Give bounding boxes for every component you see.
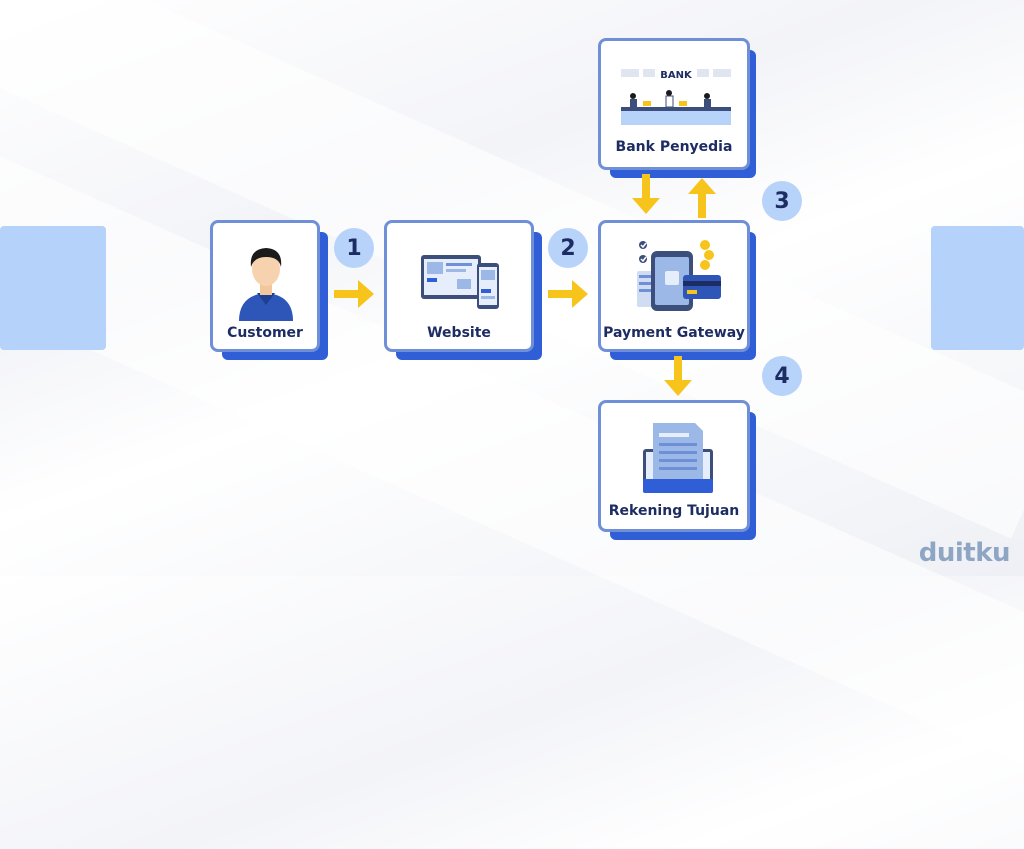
destination-card: Rekening Tujuan	[598, 400, 750, 532]
customer-person-icon	[239, 248, 293, 321]
arrow-bank-to-gateway	[632, 174, 660, 214]
gateway-label: Payment Gateway	[603, 325, 745, 341]
bank-label: Bank Penyedia	[615, 139, 733, 155]
customer-label: Customer	[227, 325, 303, 341]
arrow-gateway-to-destination	[664, 356, 692, 396]
bank-card: BANK Bank Penyedia	[598, 38, 750, 170]
step-badge-1: 1	[334, 228, 374, 268]
website-devices-icon	[421, 255, 499, 309]
step-badge-4: 4	[762, 356, 802, 396]
duitku-logo: duitku	[918, 538, 1011, 568]
step-badge-3: 3	[762, 181, 802, 221]
arrow-website-to-gateway	[548, 280, 588, 308]
arrow-gateway-to-bank	[688, 178, 716, 218]
arrow-customer-to-website	[334, 280, 374, 308]
transaction-receipt-icon	[643, 423, 713, 493]
bank-counter-icon: BANK	[621, 67, 731, 125]
step-badge-2: 2	[548, 228, 588, 268]
left-side-block	[0, 226, 106, 350]
right-side-block	[931, 226, 1024, 350]
gateway-card: Payment Gateway	[598, 220, 750, 352]
customer-card: Customer	[210, 220, 320, 352]
bank-sign-text: BANK	[660, 70, 693, 81]
website-card: Website	[384, 220, 534, 352]
website-label: Website	[427, 325, 491, 341]
destination-label: Rekening Tujuan	[608, 503, 740, 519]
payment-gateway-icon	[637, 240, 721, 311]
